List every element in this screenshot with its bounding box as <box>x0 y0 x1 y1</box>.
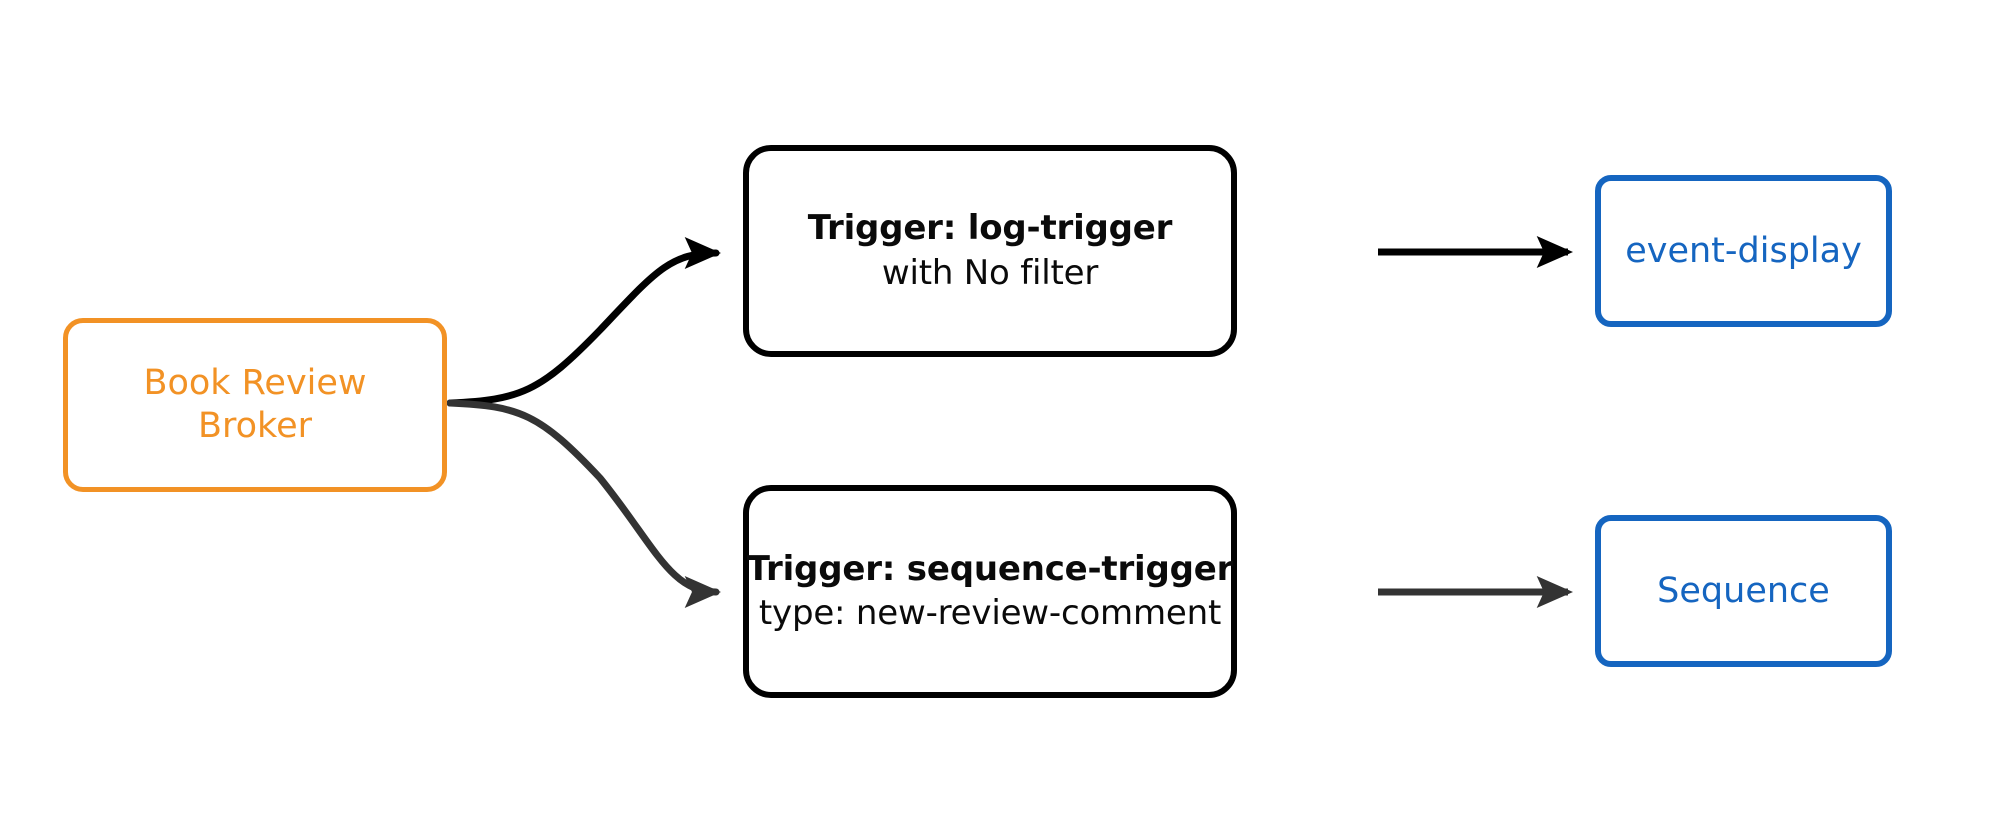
node-label-line-1: Book Review <box>143 363 367 404</box>
trigger-title: Trigger: log-trigger <box>807 208 1173 249</box>
node-trigger-log-trigger[interactable]: Trigger: log-trigger with No filter <box>743 145 1237 357</box>
node-event-display[interactable]: event-display <box>1595 175 1892 327</box>
node-label-line-2: Broker <box>198 406 312 446</box>
trigger-title: Trigger: sequence-trigger <box>746 548 1234 589</box>
trigger-subtitle: with No filter <box>881 252 1099 293</box>
edge-broker-to-sequence-trigger <box>446 399 722 608</box>
trigger-subtitle: type: new-review-comment <box>758 593 1222 633</box>
node-sequence[interactable]: Sequence <box>1595 515 1892 667</box>
node-book-review-broker[interactable]: Book Review Broker <box>63 318 447 492</box>
node-label: event-display <box>1625 230 1862 271</box>
node-label: Sequence <box>1657 570 1830 611</box>
node-trigger-sequence-trigger[interactable]: Trigger: sequence-trigger type: new-revi… <box>743 485 1237 698</box>
edge-broker-to-log-trigger <box>446 236 722 407</box>
